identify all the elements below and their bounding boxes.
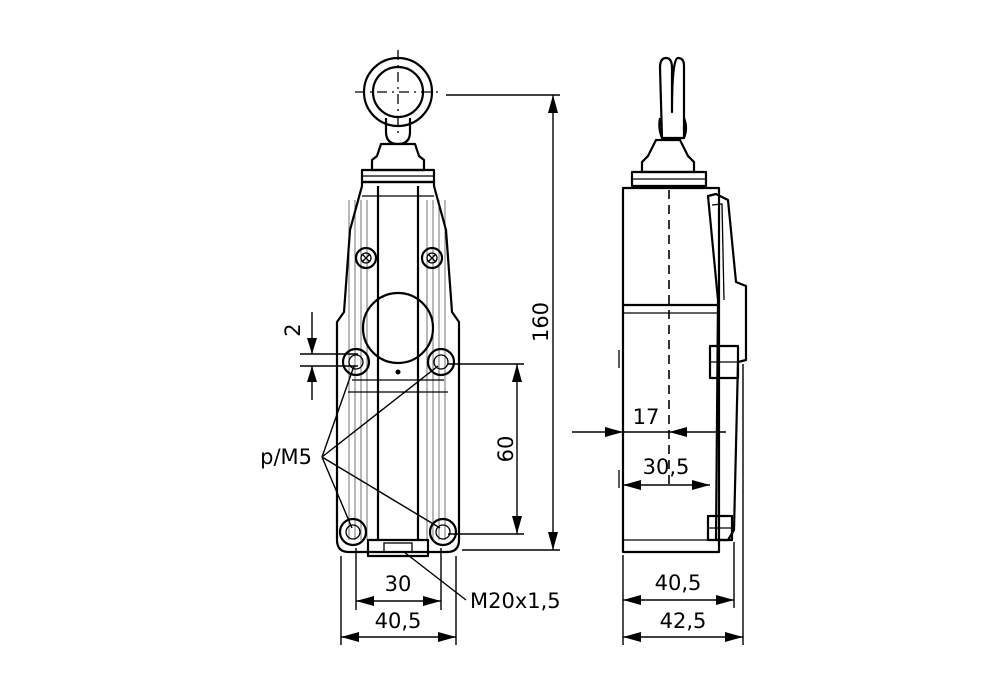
cover-screw-left — [354, 246, 378, 270]
dim-hole-spacing-horizontal: 30 — [355, 548, 442, 610]
dim-base-width: 30,5 — [623, 455, 710, 490]
dim-base-width-text: 30,5 — [643, 455, 690, 479]
front-view: 2 60 160 30 — [260, 50, 561, 645]
leader-cable-entry: M20x1,5 — [403, 551, 561, 613]
label-mounting-holes: p/M5 — [260, 445, 312, 469]
dim-total-depth-text: 42,5 — [660, 609, 707, 633]
dim-hole-gap-text: 2 — [281, 323, 305, 336]
pull-ring — [355, 50, 442, 146]
dim-hole-gap: 2 — [281, 312, 358, 400]
dim-hole-spacing-vertical-text: 60 — [494, 436, 518, 463]
actuator-neck — [370, 142, 426, 172]
dim-front-width: 40,5 — [340, 556, 457, 645]
dim-body-depth: 40,5 — [622, 364, 744, 645]
label-cable-entry: M20x1,5 — [470, 589, 561, 613]
cable-entry — [366, 538, 430, 558]
mounting-hole-bottom-left — [338, 517, 368, 547]
dim-total-height-text: 160 — [529, 302, 553, 342]
dim-body-depth-text: 40,5 — [655, 571, 702, 595]
dim-offset-text: 17 — [633, 405, 660, 429]
reset-button — [361, 291, 435, 365]
side-pull-ring — [658, 56, 686, 139]
dim-total-depth: 42,5 — [623, 609, 743, 642]
dim-front-width-text: 40,5 — [375, 609, 422, 633]
dim-offset: 17 — [572, 405, 726, 437]
leader-mounting-holes: p/M5 — [260, 365, 441, 529]
side-view: 17 30,5 40,5 42,5 — [572, 56, 748, 645]
side-actuator — [640, 138, 696, 174]
cover-screw-right — [420, 246, 444, 270]
dim-hole-spacing-vertical: 60 — [448, 363, 524, 535]
front-housing — [335, 180, 461, 554]
side-cover — [706, 192, 748, 542]
mounting-hole-top-left — [341, 347, 371, 377]
dim-hole-spacing-horizontal-text: 30 — [385, 572, 412, 596]
dim-total-height: 160 — [446, 94, 560, 551]
mounting-hole-bottom-right — [428, 517, 458, 547]
side-housing — [621, 186, 721, 554]
mounting-hole-top-right — [426, 347, 456, 377]
